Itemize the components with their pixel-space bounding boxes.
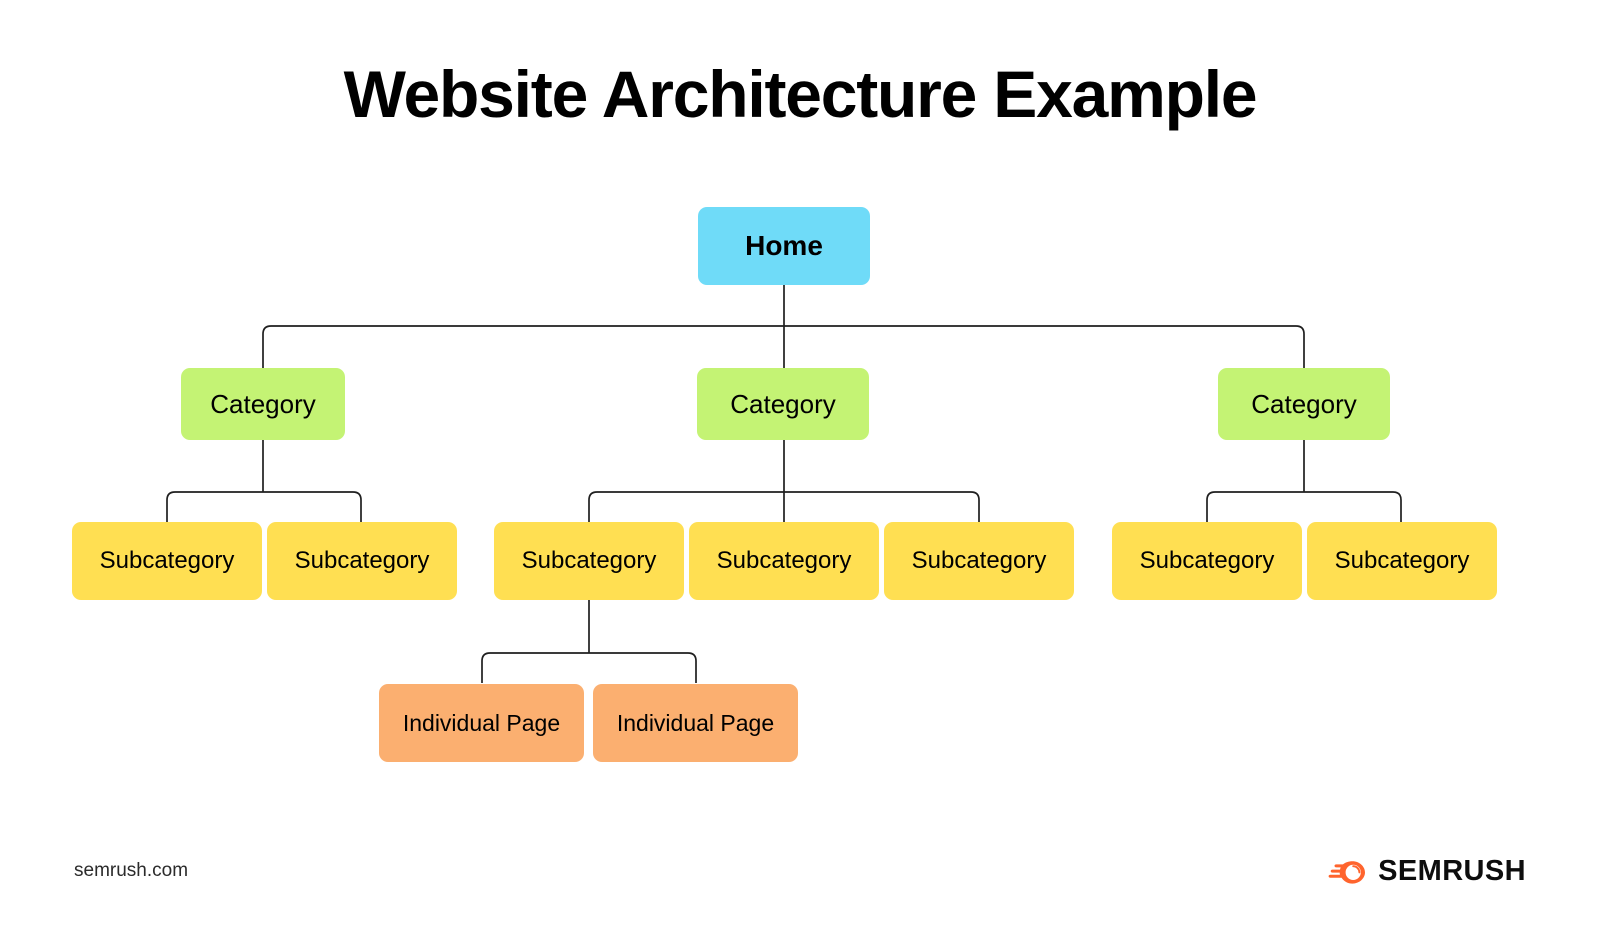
node-subcategory-7-label: Subcategory [1334, 547, 1470, 574]
semrush-logo: SEMRUSH [1328, 855, 1526, 888]
node-individual-page-1-label: Individual Page [402, 709, 561, 736]
node-individual-page-1[interactable]: Individual Page [379, 684, 584, 762]
footer-url[interactable]: semrush.com [74, 860, 189, 881]
node-subcategory-3[interactable]: Subcategory [494, 522, 684, 600]
node-home[interactable]: Home [698, 207, 870, 285]
node-subcategory-5[interactable]: Subcategory [884, 522, 1074, 600]
node-subcategory-6[interactable]: Subcategory [1112, 522, 1302, 600]
node-category-2[interactable]: Category [697, 368, 869, 440]
node-subcategory-2[interactable]: Subcategory [267, 522, 457, 600]
node-individual-page-2[interactable]: Individual Page [593, 684, 798, 762]
node-home-label: Home [745, 230, 823, 261]
semrush-comet-icon [1328, 860, 1366, 884]
node-subcategory-4-label: Subcategory [716, 547, 852, 574]
node-subcategory-6-label: Subcategory [1139, 547, 1275, 574]
node-subcategory-2-label: Subcategory [294, 547, 430, 574]
node-category-2-label: Category [730, 389, 836, 419]
node-individual-page-2-label: Individual Page [616, 709, 775, 736]
node-subcategory-5-label: Subcategory [911, 547, 1047, 574]
node-category-3-label: Category [1251, 389, 1357, 419]
node-subcategory-1[interactable]: Subcategory [72, 522, 262, 600]
node-subcategory-3-label: Subcategory [521, 547, 657, 574]
node-category-1-label: Category [210, 389, 316, 419]
node-subcategory-7[interactable]: Subcategory [1307, 522, 1497, 600]
node-subcategory-4[interactable]: Subcategory [689, 522, 879, 600]
node-subcategory-1-label: Subcategory [99, 547, 235, 574]
semrush-wordmark: SEMRUSH [1378, 855, 1526, 887]
node-category-1[interactable]: Category [181, 368, 345, 440]
page-title: Website Architecture Example [343, 57, 1258, 131]
node-category-3[interactable]: Category [1218, 368, 1390, 440]
